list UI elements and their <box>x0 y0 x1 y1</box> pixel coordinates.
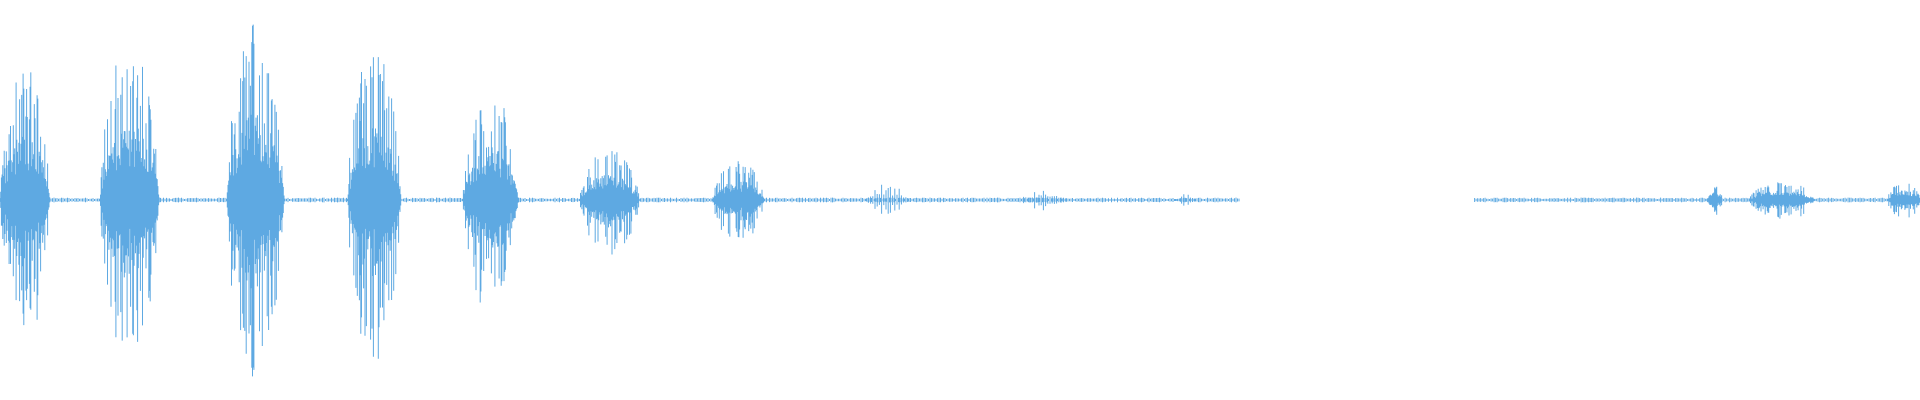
burst-2-path <box>99 65 160 342</box>
burst-6-path <box>579 151 640 255</box>
burst-9-path <box>1020 190 1066 211</box>
burst-6 <box>579 151 640 255</box>
burst-7 <box>711 161 765 238</box>
burst-11 <box>1706 186 1723 215</box>
quiet-span-path <box>1474 197 1920 203</box>
burst-3-path <box>226 24 285 377</box>
burst-11-path <box>1706 186 1723 215</box>
burst-1 <box>0 72 51 326</box>
burst-4-path <box>347 57 402 359</box>
burst-8 <box>863 184 909 214</box>
burst-7-path <box>711 161 765 238</box>
burst-13 <box>1886 183 1920 218</box>
burst-5-path <box>462 105 519 303</box>
burst-13-path <box>1886 183 1920 218</box>
burst-12 <box>1748 182 1815 219</box>
burst-4 <box>347 57 402 359</box>
burst-12-path <box>1748 182 1815 219</box>
quiet-span-2 <box>1474 197 1920 203</box>
burst-10-path <box>1174 194 1198 206</box>
burst-9 <box>1020 190 1066 211</box>
burst-2 <box>99 65 160 342</box>
burst-8-path <box>863 184 909 214</box>
burst-5 <box>462 105 519 303</box>
burst-10 <box>1174 194 1198 206</box>
burst-3 <box>226 24 285 377</box>
burst-1-path <box>0 72 51 326</box>
